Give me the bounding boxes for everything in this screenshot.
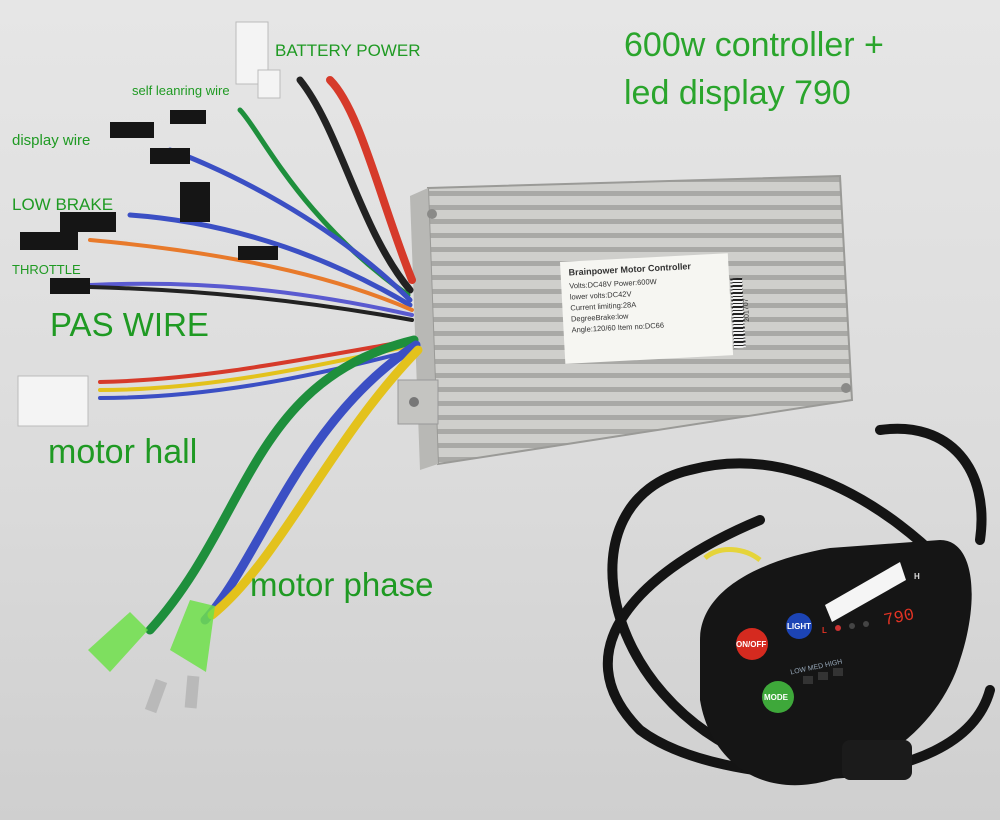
label-self-learning-wire: self leanring wire [132, 83, 230, 98]
display-cable [602, 423, 995, 780]
phase-connectors [88, 600, 215, 714]
title-line-1: 600w controller + [624, 26, 884, 64]
wire-harness [88, 76, 423, 635]
label-throttle: THROTTLE [12, 262, 81, 277]
led-display-unit [700, 540, 972, 786]
controller-label-sticker: Brainpower Motor Controller Volts:DC48V … [560, 253, 734, 364]
title-line-2: led display 790 [624, 74, 851, 112]
label-battery-power: BATTERY POWER [275, 41, 421, 60]
battery-connector [235, 21, 281, 99]
mode-button-label: MODE [764, 693, 788, 702]
label-low-brake: LOW BRAKE [12, 195, 114, 214]
label-motor-hall: motor hall [48, 433, 198, 471]
barcode-serial: 201707 [742, 298, 751, 322]
rubber-band [703, 547, 762, 563]
small-connectors [20, 110, 278, 294]
label-motor-phase: motor phase [250, 566, 434, 603]
light-button-label: LIGHT [787, 622, 811, 631]
low-mark: L [822, 626, 827, 635]
hall-connector [17, 375, 89, 427]
high-mark: H [914, 572, 920, 581]
on-off-button-label: ON/OFF [736, 640, 767, 649]
label-pas-wire: PAS WIRE [50, 306, 209, 343]
label-display-wire: display wire [12, 132, 91, 149]
